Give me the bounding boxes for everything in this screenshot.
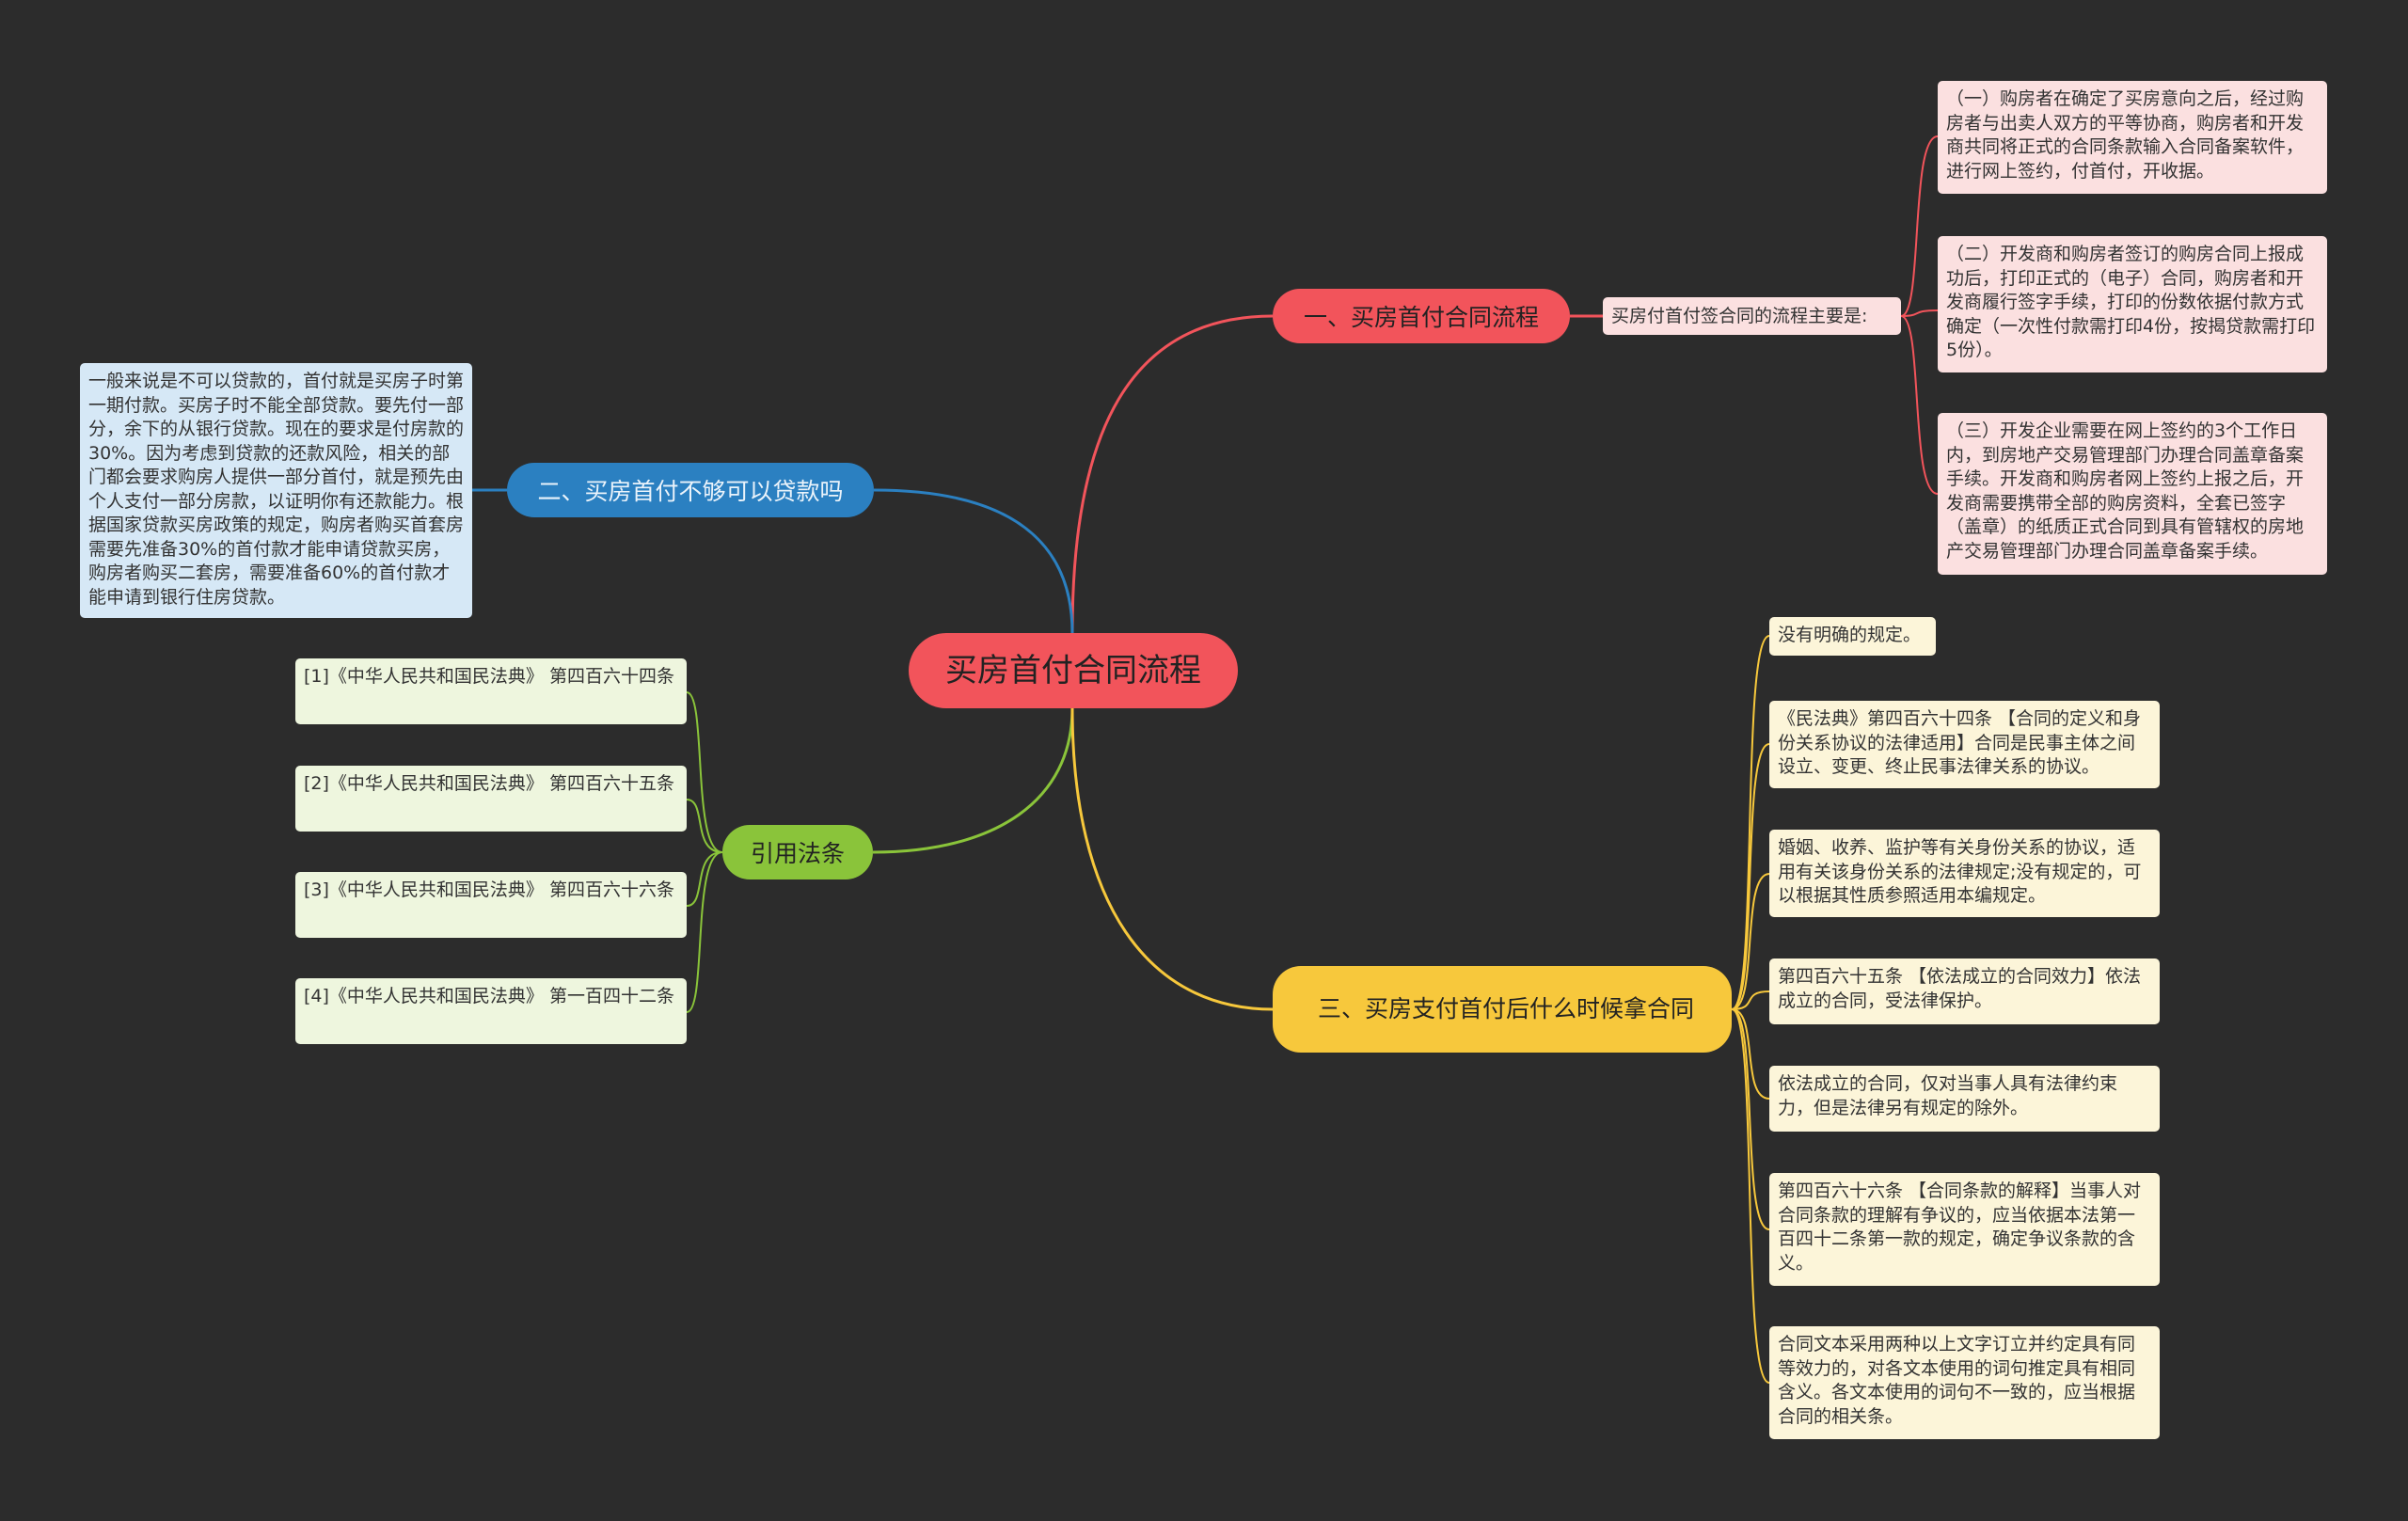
connector-sub-item-3 [1900,315,1939,495]
branch-3-item-3[interactable]: [3]《中华人民共和国民法典》 第四百六十六条 [295,872,687,938]
branch-3-item-2[interactable]: [2]《中华人民共和国民法典》 第四百六十五条 [295,766,687,832]
branch-3-node[interactable]: 引用法条 [722,825,873,879]
connector-b4-item-5 [1731,1008,1770,1100]
branch-4-item-2[interactable]: 《民法典》第四百六十四条 【合同的定义和身份关系协议的法律适用】合同是民事主体之… [1769,701,2160,788]
connector-b3-item-3 [686,851,723,907]
connector-root-b4 [1070,707,1274,1011]
root-node[interactable]: 买房首付合同流程 [909,633,1238,708]
branch-1-item-1[interactable]: （一）购房者在确定了买房意向之后，经过购房者与出卖人双方的平等协商，购房者和开发… [1938,81,2327,194]
connector-sub-item-2 [1900,309,1939,317]
connector-b4-item-3 [1731,873,1770,1010]
connector-b4-item-1 [1731,635,1770,1010]
branch-2-item-1[interactable]: 一般来说是不可以贷款的，首付就是买房子时第一期付款。买房子时不能全部贷款。要先付… [80,363,472,618]
branch-4-node[interactable]: 三、买房支付首付后什么时候拿合同 [1273,966,1732,1053]
branch-1-node[interactable]: 一、买房首付合同流程 [1273,289,1570,343]
connector-sub-item-1 [1900,135,1939,317]
branch-3-item-1[interactable]: [1]《中华人民共和国民法典》 第四百六十四条 [295,658,687,724]
connector-root-b1 [1070,314,1274,634]
connector-b3-item-2 [686,799,723,853]
connector-b4-item-7 [1731,1008,1770,1384]
branch-4-item-3[interactable]: 婚姻、收养、监护等有关身份关系的协议，适用有关该身份关系的法律规定;没有规定的，… [1769,830,2160,917]
branch-1-sub-node[interactable]: 买房付首付签合同的流程主要是: [1603,297,1901,335]
connector-b4-item-6 [1731,1008,1770,1230]
connector-root-b2 [873,488,1074,634]
branch-4-item-1[interactable]: 没有明确的规定。 [1769,617,1936,656]
branch-1-item-2[interactable]: （二）开发商和购房者签订的购房合同上报成功后，打印正式的（电子）合同，购房者和开… [1938,236,2327,372]
branch-3-item-4[interactable]: [4]《中华人民共和国民法典》 第一百四十二条 [295,978,687,1044]
connector-b3-item-1 [686,691,723,853]
connector-b4-item-4 [1731,990,1770,1010]
branch-4-item-5[interactable]: 依法成立的合同，仅对当事人具有法律约束力，但是法律另有规定的除外。 [1769,1066,2160,1132]
branch-2-node[interactable]: 二、买房首付不够可以贷款吗 [507,463,874,517]
branch-4-item-7[interactable]: 合同文本采用两种以上文字订立并约定具有同等效力的，对各文本使用的词句推定具有相同… [1769,1326,2160,1439]
connector-b4-item-2 [1731,743,1770,1010]
connector-root-b3 [872,707,1074,854]
connector-b3-item-4 [686,851,723,1013]
branch-1-item-3[interactable]: （三）开发企业需要在网上签约的3个工作日内，到房地产交易管理部门办理合同盖章备案… [1938,413,2327,575]
branch-4-item-6[interactable]: 第四百六十六条 【合同条款的解释】当事人对合同条款的理解有争议的，应当依据本法第… [1769,1173,2160,1286]
branch-4-item-4[interactable]: 第四百六十五条 【依法成立的合同效力】依法成立的合同，受法律保护。 [1769,959,2160,1024]
